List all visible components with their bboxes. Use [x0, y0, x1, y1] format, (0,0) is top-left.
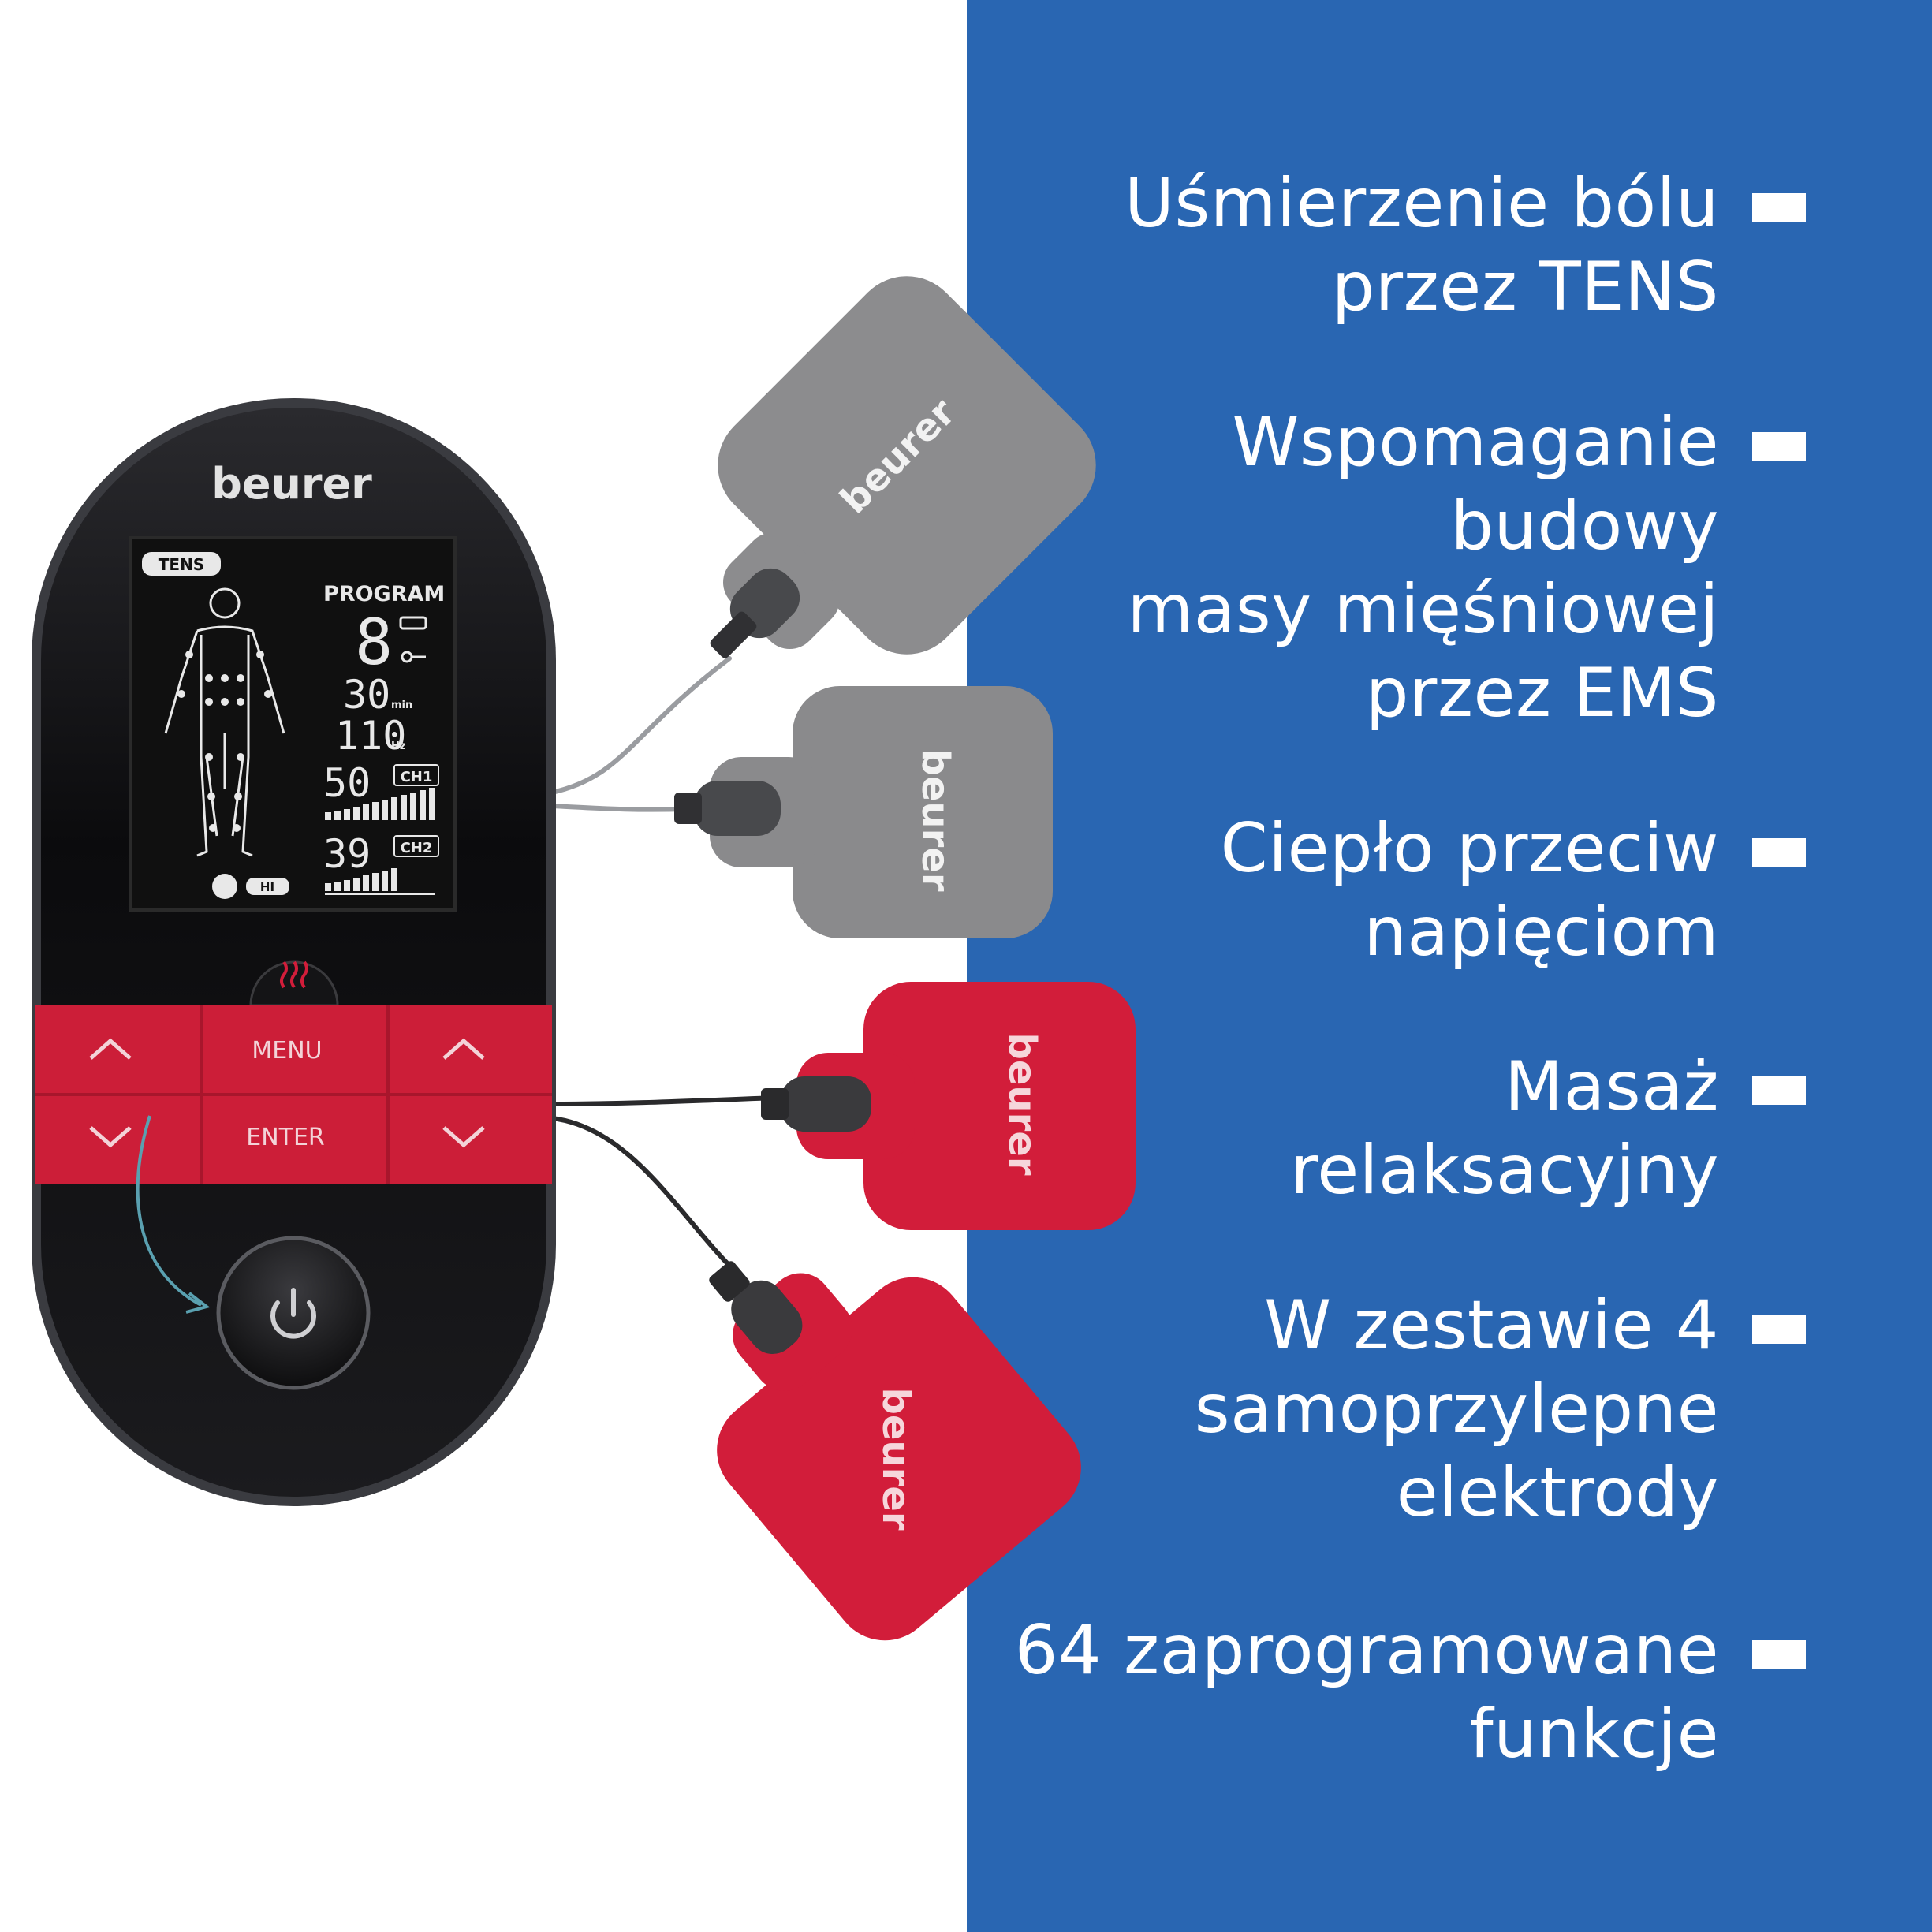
- pad-brand-logo: beurer: [913, 749, 957, 892]
- feature-panel-background: [967, 0, 1932, 1932]
- lcd-ch2-value: 39: [323, 831, 371, 877]
- lcd-electrode-points: [177, 651, 272, 832]
- ch1-down-button[interactable]: [44, 1098, 199, 1180]
- electrode-pad-grey-2: beurer: [674, 686, 1053, 938]
- feature-line: masy mięśniowej: [1127, 570, 1719, 649]
- lcd-ch2-label: CH2: [401, 840, 433, 856]
- lcd-frequency-unit: Hz: [391, 740, 405, 752]
- lcd-body-figure-icon: [164, 587, 285, 857]
- key-lock-icon: [401, 651, 426, 663]
- feature-line: Ciepło przeciw: [1220, 809, 1719, 888]
- bullet-icon: [1752, 193, 1806, 222]
- feature-line: elektrody: [1396, 1453, 1719, 1532]
- electrode-connector: [709, 1261, 803, 1355]
- ch2-up-button[interactable]: [391, 1009, 549, 1091]
- feature-line: przez EMS: [1365, 654, 1719, 733]
- bullet-icon: [1752, 1076, 1806, 1105]
- bullet-icon: [1752, 1315, 1806, 1344]
- hint-arrow: [136, 1115, 202, 1307]
- feature-line: funkcje: [1469, 1695, 1719, 1773]
- power-icon: [270, 1288, 316, 1339]
- device-brand-logo: beurer: [211, 459, 372, 509]
- feature-line: napięciom: [1363, 893, 1719, 972]
- feature-line: budowy: [1450, 487, 1719, 565]
- pad-brand-logo: beurer: [874, 1388, 918, 1531]
- power-button[interactable]: [216, 1236, 371, 1390]
- lcd-heat-level: HI: [260, 880, 274, 894]
- feature-line: przez TENS: [1331, 248, 1719, 326]
- feature-line: samoprzylepne: [1194, 1370, 1719, 1449]
- lcd-ch1-label: CH1: [401, 769, 433, 785]
- lcd-display: TENS PROGRAM 8 30 min 110 Hz 50 CH1: [129, 536, 457, 912]
- electrode-pad-red-1: beurer: [761, 982, 1136, 1230]
- ch2-down-button[interactable]: [391, 1098, 549, 1180]
- lcd-program-label: PROGRAM: [323, 582, 445, 606]
- bullet-icon: [1752, 432, 1806, 461]
- feature-line: Uśmierzenie bólu: [1125, 164, 1719, 243]
- battery-icon: [399, 616, 427, 630]
- lcd-mode-badge: TENS: [159, 555, 204, 574]
- ch1-intensity-bars: [325, 788, 435, 820]
- up-arrow-icon: [89, 1038, 132, 1060]
- down-arrow-icon: [442, 1126, 485, 1148]
- down-arrow-icon: [89, 1126, 132, 1148]
- bullet-icon: [1752, 838, 1806, 867]
- feature-line: 64 zaprogramowane: [1014, 1611, 1719, 1690]
- lcd-heat-icon: [212, 874, 237, 899]
- heat-icon: [280, 960, 308, 989]
- feature-line: relaksacyjny: [1290, 1131, 1719, 1210]
- lcd-time-unit: min: [391, 699, 412, 711]
- lcd-program-value: 8: [355, 606, 393, 679]
- enter-button[interactable]: ENTER: [205, 1098, 385, 1180]
- electrode-pad-grey-1: beurer: [718, 276, 1096, 655]
- enter-button-label: ENTER: [246, 1124, 325, 1151]
- feature-line: W zestawie 4: [1264, 1286, 1719, 1365]
- pad-brand-logo: beurer: [1000, 1033, 1044, 1176]
- tens-ems-device: beurer TENS PROGRAM 8 30 min 110 Hz 50 C…: [32, 398, 556, 1506]
- heat-button[interactable]: [249, 960, 339, 1007]
- up-arrow-icon: [442, 1038, 485, 1060]
- bullet-icon: [1752, 1640, 1806, 1669]
- lcd-time-value: 30: [343, 672, 390, 718]
- menu-button[interactable]: MENU: [205, 1009, 385, 1091]
- ch1-up-button[interactable]: [44, 1009, 199, 1091]
- electrode-connector: [710, 568, 800, 658]
- feature-line: Masaż: [1504, 1047, 1719, 1126]
- lcd-frequency-value: 110: [335, 713, 406, 759]
- ch2-intensity-bars: [325, 868, 435, 895]
- feature-line: Wspomaganie: [1232, 403, 1719, 482]
- electrode-cables: [550, 656, 779, 1272]
- lcd-ch1-value: 50: [323, 760, 371, 806]
- menu-button-label: MENU: [252, 1037, 322, 1065]
